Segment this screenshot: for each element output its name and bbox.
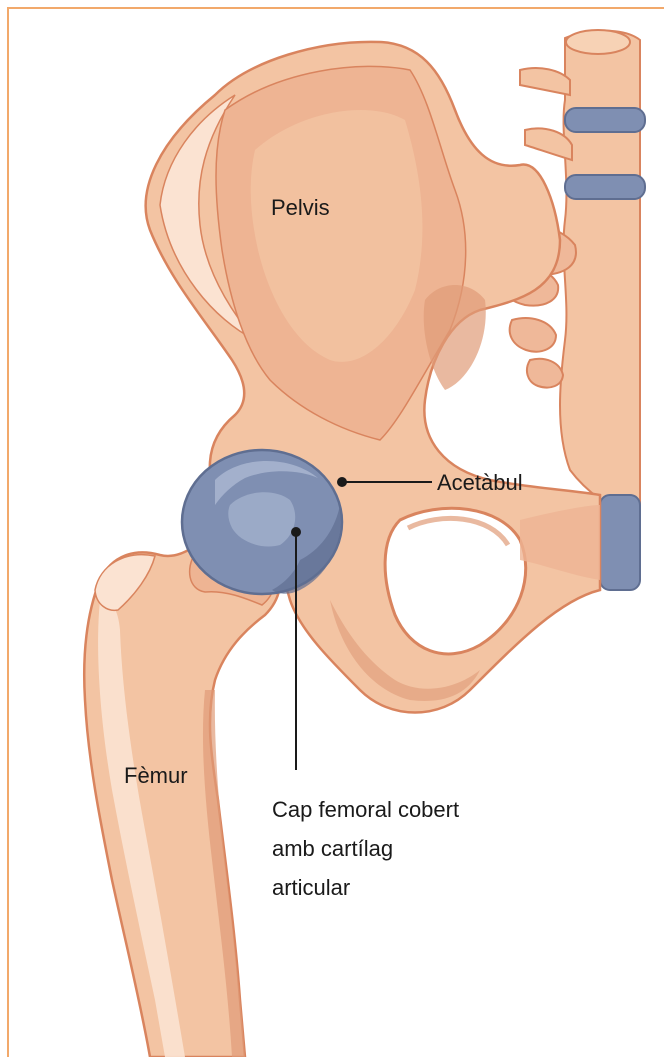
femur-illustration — [84, 531, 280, 1057]
pubic-symphysis-cartilage — [600, 495, 640, 590]
intervertebral-disc — [565, 108, 645, 132]
femur-label: Fèmur — [124, 763, 188, 788]
acetabulum-label: Acetàbul — [437, 470, 523, 495]
acetabulum-leader-dot — [337, 477, 347, 487]
intervertebral-disc — [565, 175, 645, 199]
femoral-head-label-line2: amb cartílag — [272, 836, 393, 861]
femoral-head-label-line1: Cap femoral cobert — [272, 797, 459, 822]
femoral-head-cartilage — [182, 450, 342, 594]
femoral-head-leader-dot — [291, 527, 301, 537]
pelvis-label: Pelvis — [271, 195, 330, 220]
femoral-head-label-line3: articular — [272, 875, 350, 900]
